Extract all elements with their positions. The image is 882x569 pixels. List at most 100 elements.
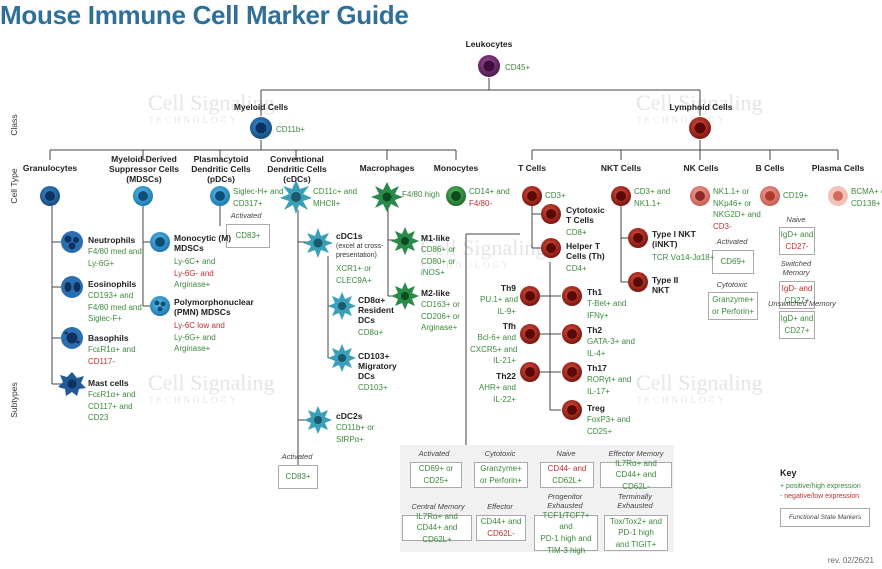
basophils-label: Basophils <box>88 333 129 343</box>
th17-cell-icon <box>562 362 582 382</box>
neutrophils-label: Neutrophils <box>88 235 136 245</box>
cd103-dc-cell-icon <box>328 344 356 372</box>
helper-t-markers: CD4+ <box>566 264 587 273</box>
th1-cell-icon <box>562 286 582 306</box>
cytotoxic-t-label: Cytotoxic T Cells <box>566 205 605 225</box>
pdc-label: Plasmacytoid Dendritic Cells (pDCs) <box>191 154 251 184</box>
cd103-dc-markers: CD103+ <box>358 383 388 392</box>
nk-activated-box: CD69+ <box>712 250 754 274</box>
leukocytes-label: Leukocytes <box>465 39 513 49</box>
lymphoid-label: Lymphoid Cells <box>669 102 733 112</box>
leukocyte-cell-icon <box>478 55 500 77</box>
m2-like-label: M2-like <box>421 288 450 298</box>
monocytes-label: Monocytes <box>433 163 479 173</box>
cdc2-label: cDC2s <box>336 411 363 421</box>
th22-label: Th22 <box>496 371 516 381</box>
pdc-activated-box: CD83+ <box>226 224 270 248</box>
page-title: Mouse Immune Cell Marker Guide <box>0 0 409 30</box>
type2-nkt-cell-icon <box>628 272 648 292</box>
key-title: Key <box>780 468 797 478</box>
cdc1-note: (excel at cross-presentation) <box>336 243 384 260</box>
th1-label: Th1 <box>587 287 603 297</box>
mast-cells-label: Mast cells <box>88 378 129 388</box>
th22-cell-icon <box>520 362 540 382</box>
myeloid-marker: CD11b+ <box>276 125 305 134</box>
cd8a-dc-label: CD8α+ Resident DCs <box>358 295 394 325</box>
cdc-label: Conventional Dendritic Cells (cDCs) <box>267 154 327 184</box>
m2-like-cell-icon <box>391 282 419 310</box>
m1-like-label: M1-like <box>421 233 450 243</box>
b-naive-label: Naive <box>786 215 806 224</box>
key-legend: Key + positive/high expression - negativ… <box>780 468 870 527</box>
fs-cytotoxic-box: Granzyme+or Perforin+ <box>474 462 528 488</box>
nkt-cell-icon <box>611 186 631 206</box>
nk-cells-label: NK Cells <box>683 163 719 173</box>
fs-progenitor-exhausted-label: Progenitor Exhausted <box>547 492 583 510</box>
fs-effector-memory-label: Effector Memory <box>608 449 664 458</box>
pdc-cell-icon <box>210 186 230 206</box>
treg-cell-icon <box>562 400 582 420</box>
cdc1-cell-icon <box>303 228 333 258</box>
macrophage-cell-icon <box>371 182 403 212</box>
t-cell-markers: CD3+ <box>545 191 566 200</box>
fs-central-memory-label: Central Memory <box>411 502 465 511</box>
key-positive: + positive/high expression <box>780 483 861 490</box>
neutrophil-cell-icon <box>61 231 83 253</box>
myeloid-cell-icon <box>250 117 272 139</box>
key-functional: Functional State Markers <box>780 507 870 527</box>
eosinophils-label: Eosinophils <box>88 279 137 289</box>
mast-cell-icon <box>58 372 86 396</box>
b-cell-icon <box>760 186 780 206</box>
fs-cytotoxic-label: Cytotoxic <box>484 449 516 458</box>
nk-cell-icon <box>690 186 710 206</box>
nk-cytotoxic-label: Cytotoxic <box>716 280 748 289</box>
eosinophil-cell-icon <box>61 276 83 298</box>
type2-nkt-label: Type II NKT <box>652 275 679 295</box>
th9-cell-icon <box>520 286 540 306</box>
pmn-mdsc-label: Polymorphonuclear (PMN) MDSCs <box>174 297 254 317</box>
cd103-dc-label: CD103+ Migratory DCs <box>358 351 397 381</box>
lymphoid-cell-icon <box>689 117 711 139</box>
t-cells-label: T Cells <box>518 163 546 173</box>
th2-label: Th2 <box>587 325 603 335</box>
cdc-activated-box: CD83+ <box>278 465 318 489</box>
macrophages-label: Macrophages <box>359 163 415 173</box>
th17-label: Th17 <box>587 363 607 373</box>
inkt-markers: TCR Vα14-Jα18+ <box>652 253 715 262</box>
pdc-activated-label: Activated <box>230 211 262 220</box>
fs-terminally-exhausted-label: Terminally Exhausted <box>617 492 653 510</box>
nk-cytotoxic-box: Granzyme+or Perforin+ <box>708 292 758 320</box>
nkt-cells-label: NKT Cells <box>600 163 642 173</box>
fs-effector-label: Effector <box>487 502 513 511</box>
th9-label: Th9 <box>500 283 516 293</box>
revision-label: rev. 02/26/21 <box>827 556 874 565</box>
cdc-cell-icon <box>280 180 312 214</box>
nk-activated-label: Activated <box>716 237 748 246</box>
cdc-activated-label: Activated <box>281 452 313 461</box>
